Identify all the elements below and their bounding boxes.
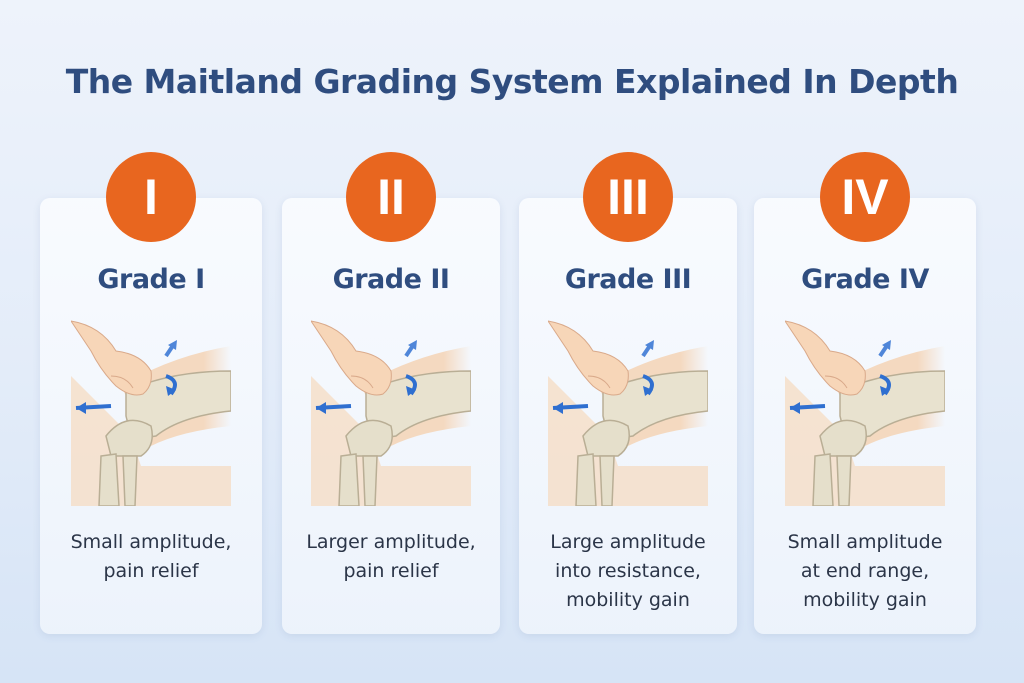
- grade-label: Grade IV: [801, 264, 929, 295]
- knee-mobilization-illustration: [783, 316, 946, 507]
- grade-numeral-badge: IV: [820, 152, 910, 242]
- grade-numeral-badge: III: [583, 152, 673, 242]
- knee-mobilization-illustration: [546, 316, 709, 507]
- grade-description: Small amplitude, pain relief: [40, 528, 262, 586]
- grade-numeral-badge: II: [346, 152, 436, 242]
- grade-label: Grade II: [332, 264, 450, 295]
- description-line: Small amplitude,: [70, 531, 232, 553]
- page-title: The Maitland Grading System Explained In…: [65, 62, 959, 101]
- description-line: mobility gain: [566, 589, 690, 611]
- grade-label: Grade III: [564, 264, 692, 295]
- grade-description: Large amplitude into resistance, mobility …: [519, 528, 737, 615]
- description-line: into resistance,: [555, 560, 701, 582]
- grade-card-4: IV Grade IV Small amplitude at end range,…: [754, 152, 976, 634]
- grade-card-3: III Grade III Large amplitude into resist…: [519, 152, 737, 634]
- description-line: Larger amplitude,: [306, 531, 476, 553]
- grade-label: Grade I: [97, 264, 205, 295]
- grade-card-2: II Grade II Larger amplitude, pain relief: [282, 152, 500, 634]
- knee-mobilization-illustration: [69, 316, 232, 507]
- grade-description: Larger amplitude, pain relief: [282, 528, 500, 586]
- grade-description: Small amplitude at end range, mobility gai…: [754, 528, 976, 615]
- description-line: mobility gain: [803, 589, 927, 611]
- description-line: at end range,: [800, 560, 930, 582]
- knee-mobilization-illustration: [309, 316, 472, 507]
- grade-numeral-badge: I: [106, 152, 196, 242]
- description-line: pain relief: [103, 560, 199, 582]
- description-line: Large amplitude: [550, 531, 706, 553]
- description-line: pain relief: [343, 560, 439, 582]
- grade-card-1: I Grade I Small amplitude, pain relief: [40, 152, 262, 634]
- description-line: Small amplitude: [787, 531, 943, 553]
